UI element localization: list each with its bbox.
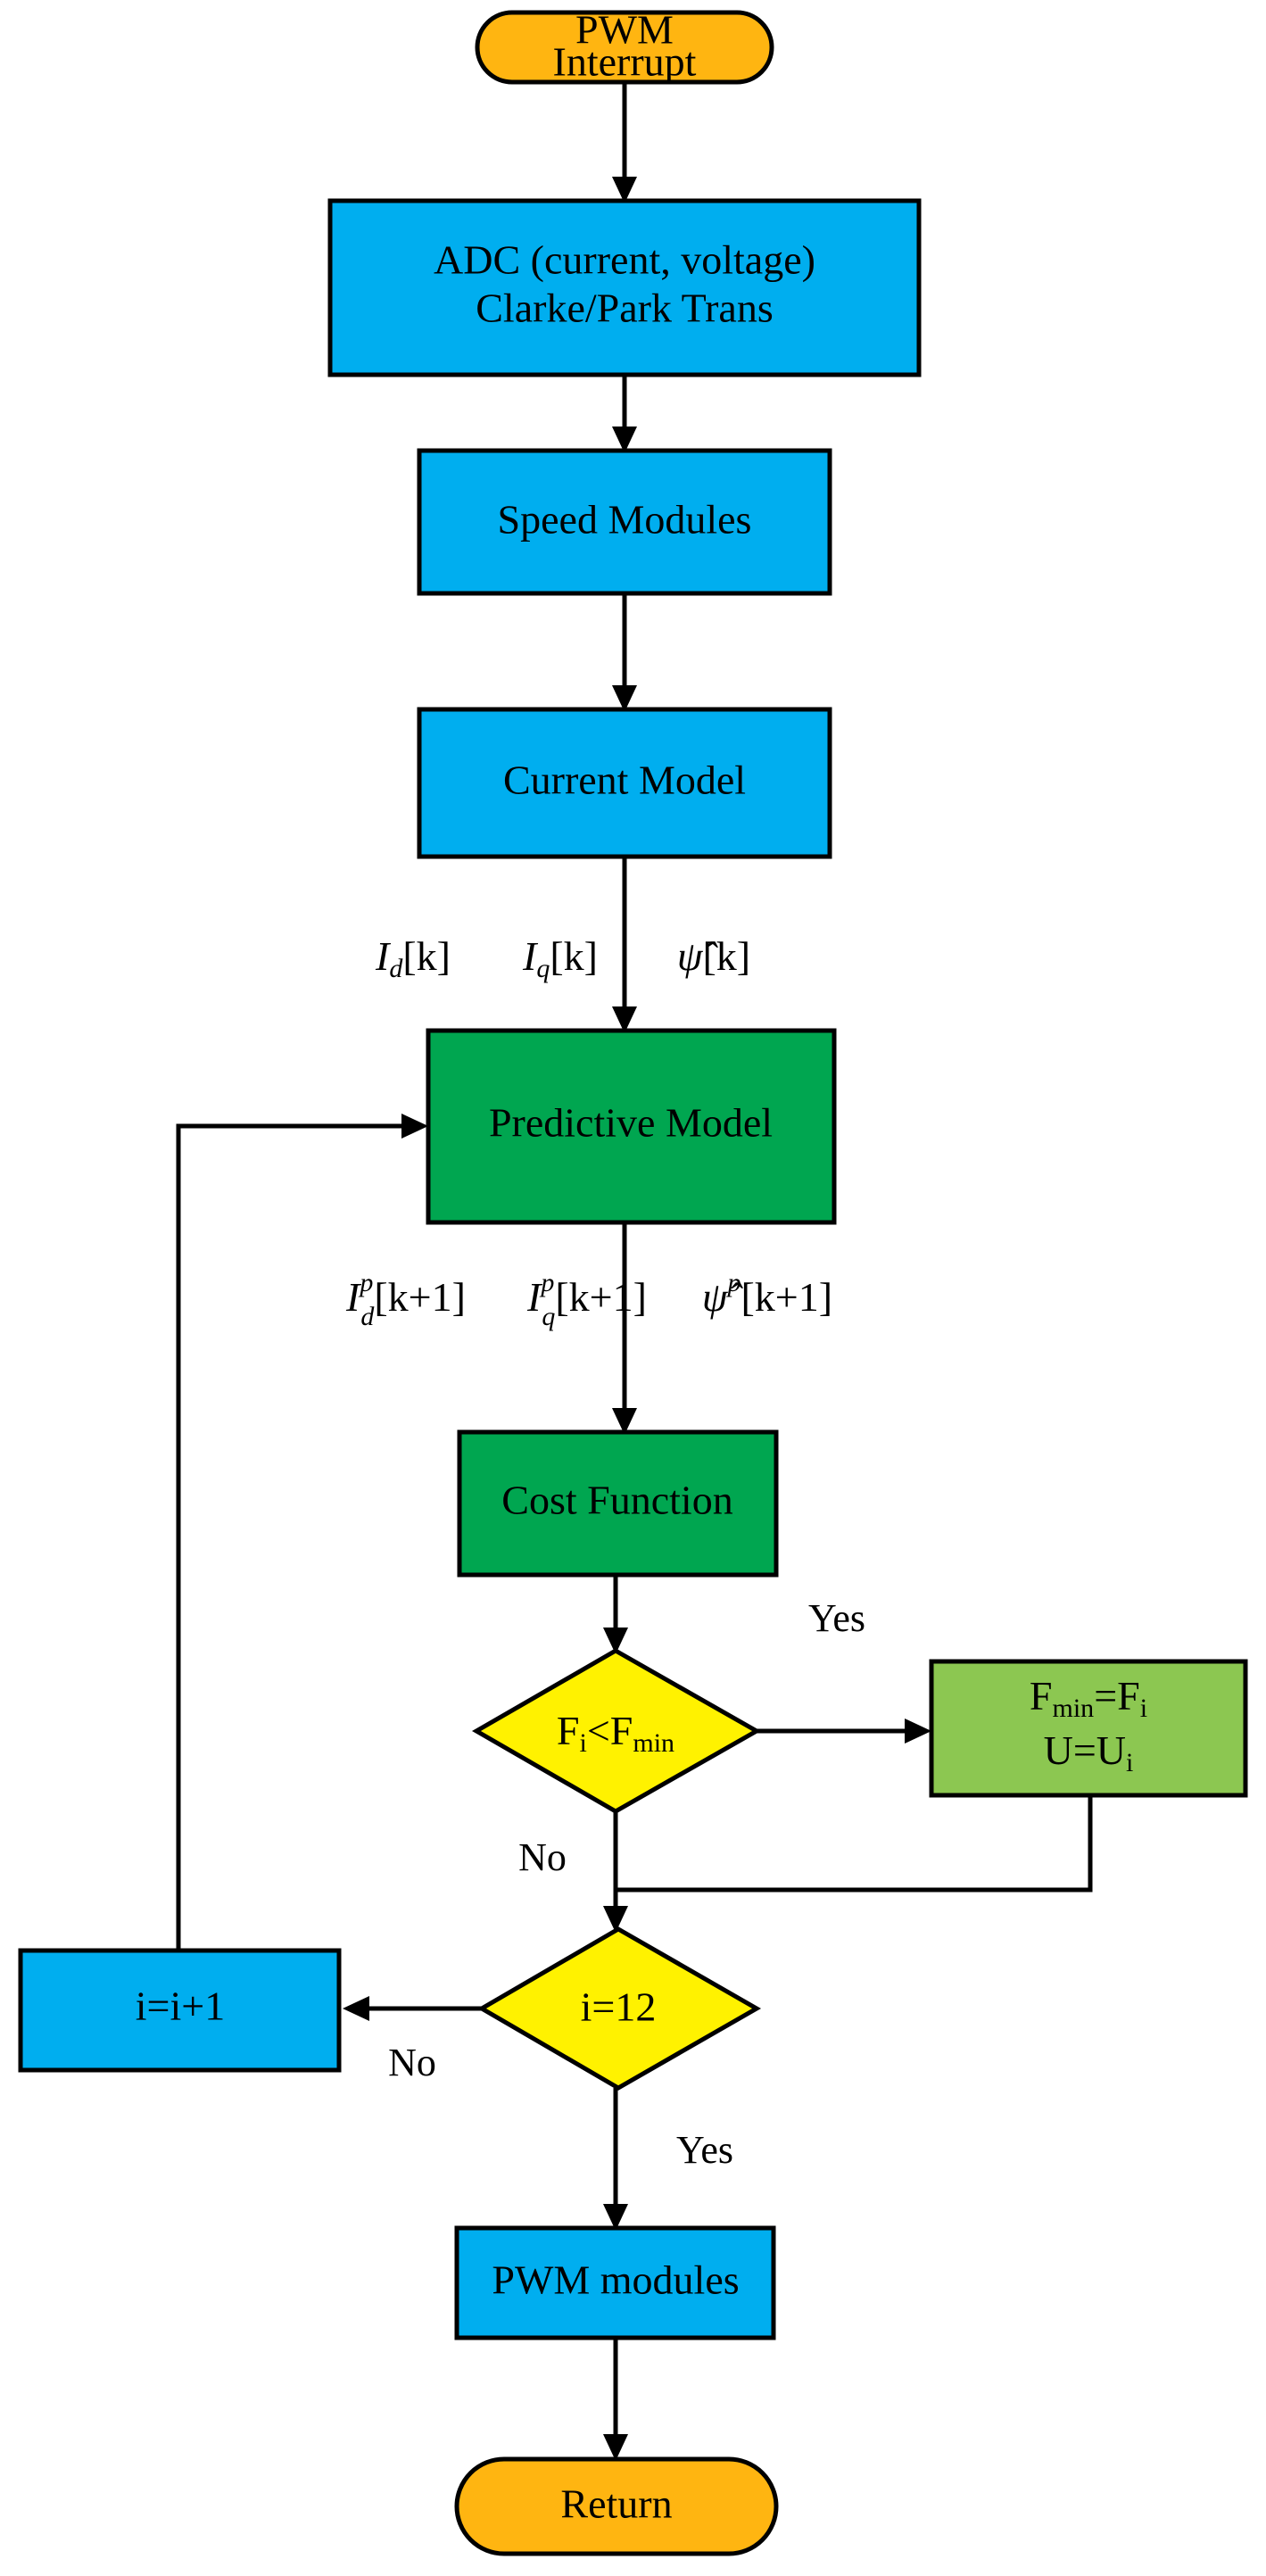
cost-function-shape — [457, 1429, 779, 1578]
predictive-model-shape — [426, 1028, 837, 1225]
connector-layer — [176, 80, 1093, 2461]
increment-label: i=i+1 — [136, 1984, 225, 2029]
signal-psi-hat-k: ψ̂[k] — [677, 933, 750, 979]
pwm-modules-label: PWM modules — [492, 2257, 739, 2303]
arrowhead-adc-to-speed — [612, 427, 637, 453]
node-predictive-model[interactable]: Predictive Model — [426, 1028, 837, 1225]
adc-label-line2: Clarke/Park Trans — [476, 286, 774, 331]
signal-label-current-to-predictive: Id[k] Iq[k] ψ̂[k] — [375, 933, 750, 983]
node-speed-modules[interactable]: Speed Modules — [417, 448, 832, 596]
speed-modules-label: Speed Modules — [498, 497, 752, 543]
arrowhead-feedback-to-predictive — [401, 1114, 428, 1139]
adc-process-shape — [327, 198, 922, 377]
node-assign-min[interactable]: Fmin=Fi U=Ui — [929, 1659, 1248, 1798]
arrowhead-start-to-adc — [612, 177, 637, 203]
adc-label-line1: ADC (current, voltage) — [434, 237, 815, 283]
arrowhead-predictive-to-cost — [612, 1408, 637, 1435]
edge-label-loop-no: No — [388, 2041, 436, 2084]
node-current-model[interactable]: Current Model — [417, 707, 832, 859]
node-decision-cost-compare[interactable]: Fi<Fmin — [471, 1648, 762, 1814]
node-cost-function[interactable]: Cost Function — [457, 1429, 779, 1578]
edge-assign-to-junction — [616, 1795, 1093, 1893]
edge-increment-feedback-to-predictive — [176, 1123, 414, 1951]
assign-min-shape — [929, 1659, 1248, 1798]
assign-min-line2: U=Ui — [1044, 1727, 1134, 1777]
node-decision-loop-counter[interactable]: i=12 — [477, 1926, 762, 2091]
pwm-modules-shape — [454, 2225, 776, 2340]
arrowhead-current-to-predictive — [612, 1006, 637, 1033]
cost-function-label: Cost Function — [501, 1478, 732, 1523]
current-model-label: Current Model — [503, 758, 746, 803]
signal-iq-k: Iq[k] — [522, 933, 598, 983]
signal-id-k: Id[k] — [375, 933, 451, 983]
decision-cost-shape — [471, 1648, 762, 1814]
arrowhead-decision-no-to-loop — [603, 1906, 628, 1933]
speed-modules-shape — [417, 448, 832, 596]
end-terminal-shape — [454, 2456, 779, 2556]
node-start-pwm-interrupt[interactable]: PWM Interrupt — [475, 7, 774, 85]
node-pwm-modules[interactable]: PWM modules — [454, 2225, 776, 2340]
node-increment-counter[interactable]: i=i+1 — [18, 1948, 342, 2073]
node-end-return[interactable]: Return — [454, 2456, 779, 2556]
signal-psi-hat-p-k1: ψ̂p[k+1] — [702, 1268, 832, 1320]
decision-cost-label: Fi<Fmin — [557, 1708, 674, 1758]
arrowhead-loop-yes-to-pwm — [603, 2204, 628, 2231]
decision-loop-label: i=12 — [581, 1984, 657, 2030]
predictive-model-label: Predictive Model — [489, 1100, 773, 1146]
arrowhead-decision-yes-to-assign — [905, 1719, 931, 1744]
current-model-shape — [417, 707, 832, 859]
increment-shape — [18, 1948, 342, 2073]
start-terminal-shape — [475, 10, 774, 85]
edge-label-cost-yes: Yes — [808, 1596, 865, 1640]
arrowhead-pwm-to-return — [603, 2434, 628, 2461]
start-label-line2: Interrupt — [553, 39, 697, 85]
edge-label-cost-no: No — [518, 1835, 567, 1879]
end-label: Return — [560, 2481, 672, 2527]
arrowhead-speed-to-current — [612, 685, 637, 712]
node-adc-clarke-park[interactable]: ADC (current, voltage) Clarke/Park Trans — [327, 198, 922, 377]
edge-label-loop-yes: Yes — [676, 2128, 733, 2172]
arrowhead-cost-to-decision — [603, 1628, 628, 1654]
decision-loop-shape — [477, 1926, 762, 2091]
arrowhead-loop-no-to-increment — [343, 1996, 369, 2021]
start-label-line1: PWM — [575, 7, 674, 53]
assign-min-line1: Fmin=Fi — [1030, 1673, 1147, 1723]
